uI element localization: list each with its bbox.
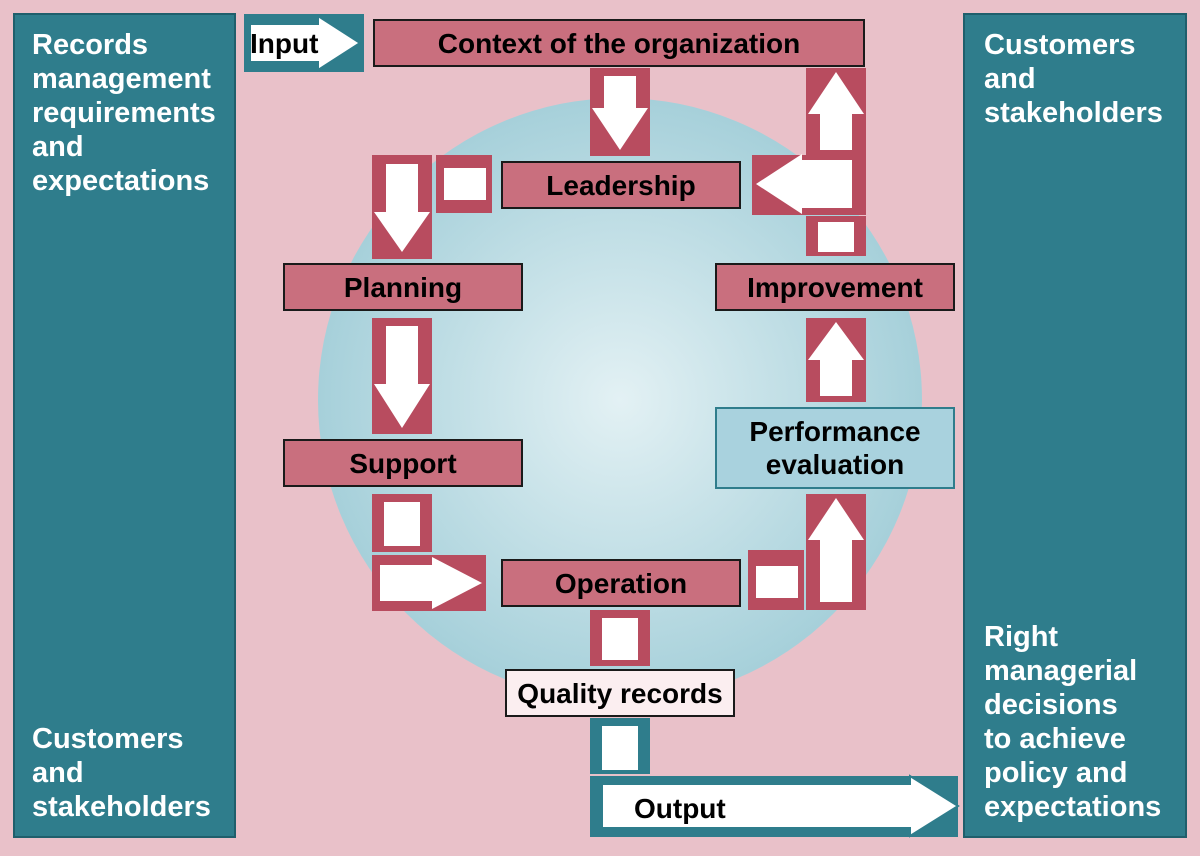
left-top-text: Records management requirements and expe… bbox=[32, 29, 216, 197]
right-panel bbox=[963, 13, 1187, 838]
right-bottom-text: Right managerial decisions to achieve po… bbox=[984, 621, 1162, 823]
context-box bbox=[373, 19, 865, 67]
connector-white bbox=[444, 168, 486, 200]
arrow-right-icon bbox=[249, 14, 362, 72]
arrow-up-icon bbox=[808, 322, 864, 396]
arrow-down-icon bbox=[374, 164, 430, 252]
operation-label: Operation bbox=[554, 567, 688, 599]
connector-white bbox=[602, 726, 638, 770]
left-panel bbox=[13, 13, 236, 838]
connector-white bbox=[384, 502, 420, 546]
arrow-right-icon bbox=[380, 557, 482, 609]
arrow-down-icon bbox=[592, 76, 648, 150]
leadership-label: Leadership bbox=[546, 169, 696, 201]
arrow-left-icon bbox=[756, 154, 852, 214]
support-box bbox=[283, 439, 523, 487]
arrow-down-icon bbox=[374, 326, 430, 428]
improvement-label: Improvement bbox=[747, 271, 923, 303]
operation-box bbox=[501, 559, 741, 607]
planning-box bbox=[283, 263, 523, 311]
connector-white bbox=[818, 222, 854, 252]
input-label: Input bbox=[250, 27, 319, 59]
quality-box bbox=[505, 669, 735, 717]
connector-white bbox=[602, 618, 638, 660]
left-bottom-text: Customers and stakeholders bbox=[32, 723, 211, 823]
performance-label: Performance evaluation bbox=[749, 416, 921, 480]
improvement-box bbox=[715, 263, 955, 311]
context-label: Context of the organization bbox=[437, 27, 801, 59]
performance-box bbox=[715, 407, 955, 489]
planning-label: Planning bbox=[343, 271, 463, 303]
support-label: Support bbox=[349, 447, 457, 479]
leadership-box bbox=[501, 161, 741, 209]
quality-label: Quality records bbox=[517, 677, 723, 709]
arrow-right-icon bbox=[601, 774, 960, 838]
arrow-up-icon bbox=[808, 498, 864, 602]
arrow-up-icon bbox=[808, 72, 864, 150]
connector-white bbox=[756, 566, 798, 598]
output-label: Output bbox=[634, 792, 726, 824]
right-top-text: Customers and stakeholders bbox=[984, 29, 1163, 129]
